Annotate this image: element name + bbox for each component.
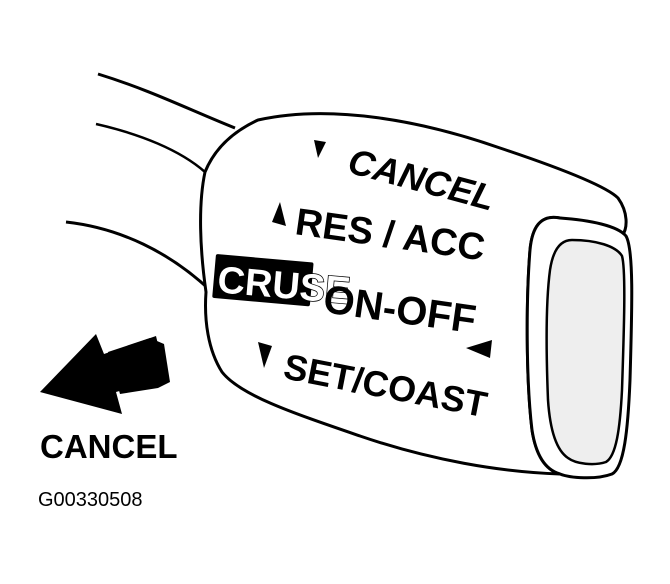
on-off-left-arrow-icon xyxy=(466,340,492,358)
stalk-arm-upper-edge xyxy=(97,72,236,130)
stalk-end-knob-face xyxy=(545,238,626,466)
cancel-pull-arrow-icon xyxy=(40,334,170,414)
cruise-badge-box xyxy=(212,254,314,307)
figure-id: G00330508 xyxy=(38,489,143,511)
res-acc-up-arrow-icon xyxy=(272,202,286,226)
stalk-arm-lower-edge xyxy=(65,220,214,294)
cancel-direction-arrow-icon xyxy=(314,140,326,158)
stalk-arm-middle-line xyxy=(95,122,206,173)
set-coast-down-arrow-icon xyxy=(258,342,272,368)
callout-cancel-label: CANCEL xyxy=(40,428,178,465)
